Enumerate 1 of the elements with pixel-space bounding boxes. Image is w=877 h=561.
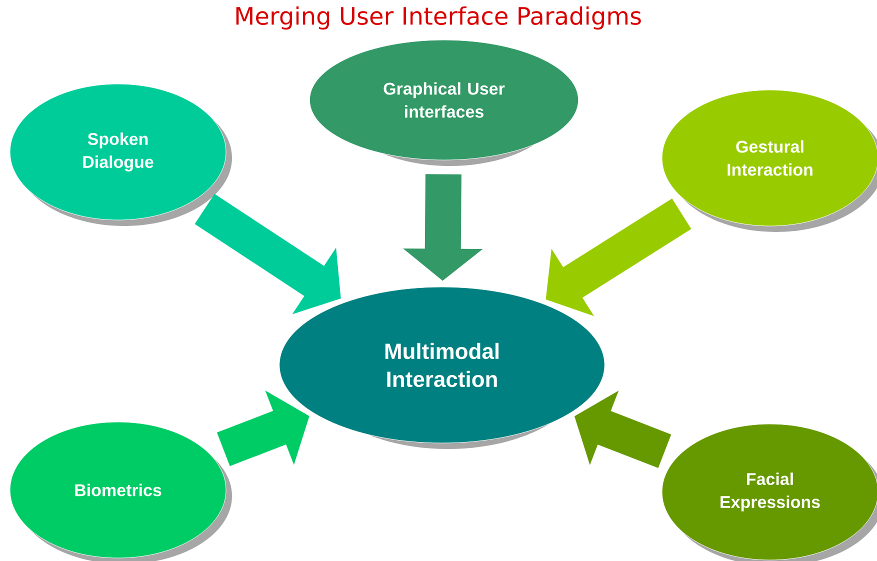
title: Merging User Interface Paradigms [236,6,641,30]
